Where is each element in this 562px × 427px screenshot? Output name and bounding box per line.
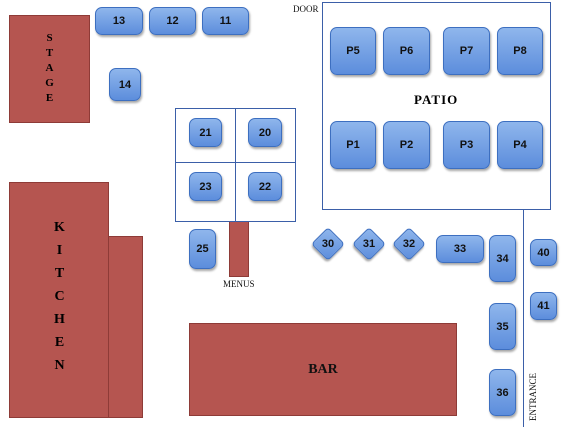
kitchen-block: KITCHEN — [9, 182, 109, 418]
table-14[interactable]: 14 — [109, 68, 141, 101]
table-22[interactable]: 22 — [248, 172, 282, 201]
table-30-label: 30 — [321, 238, 335, 250]
table-21[interactable]: 21 — [189, 118, 222, 147]
table-13[interactable]: 13 — [95, 7, 143, 35]
table-p4[interactable]: P4 — [497, 121, 543, 169]
table-32[interactable]: 32 — [392, 227, 426, 261]
stage-label: STAGE — [43, 31, 56, 107]
table-25[interactable]: 25 — [189, 229, 216, 269]
table-p6[interactable]: P6 — [383, 27, 430, 75]
table-11[interactable]: 11 — [202, 7, 249, 35]
menus-label: MENUS — [223, 279, 255, 289]
kitchen-label: KITCHEN — [52, 219, 67, 381]
table-40[interactable]: 40 — [530, 239, 557, 266]
table-p2[interactable]: P2 — [383, 121, 430, 169]
table-p7[interactable]: P7 — [443, 27, 490, 75]
door-label: DOOR — [293, 4, 319, 14]
table-35[interactable]: 35 — [489, 303, 516, 350]
table-31-label: 31 — [362, 238, 376, 250]
table-12[interactable]: 12 — [149, 7, 196, 35]
bar-block: BAR — [189, 323, 457, 416]
table-31[interactable]: 31 — [352, 227, 386, 261]
stage-block: STAGE — [9, 15, 90, 123]
table-34[interactable]: 34 — [489, 235, 516, 282]
table-36[interactable]: 36 — [489, 369, 516, 416]
grid-divider-vertical — [235, 108, 236, 222]
table-33[interactable]: 33 — [436, 235, 484, 263]
table-p8[interactable]: P8 — [497, 27, 543, 75]
patio-label: PATIO — [414, 92, 459, 107]
grid-divider-horizontal — [175, 162, 296, 163]
table-20[interactable]: 20 — [248, 118, 282, 147]
kitchen-annex — [108, 236, 143, 418]
entrance-label: ENTRANCE — [528, 373, 538, 421]
entrance-divider — [523, 210, 524, 427]
table-41[interactable]: 41 — [530, 292, 557, 320]
table-p5[interactable]: P5 — [330, 27, 376, 75]
table-p3[interactable]: P3 — [443, 121, 490, 169]
bar-label: BAR — [308, 361, 338, 377]
table-23[interactable]: 23 — [189, 172, 222, 201]
patio-area — [322, 2, 551, 210]
table-32-label: 32 — [402, 238, 416, 250]
table-30[interactable]: 30 — [311, 227, 345, 261]
table-p1[interactable]: P1 — [330, 121, 376, 169]
menus-stand — [229, 221, 249, 277]
